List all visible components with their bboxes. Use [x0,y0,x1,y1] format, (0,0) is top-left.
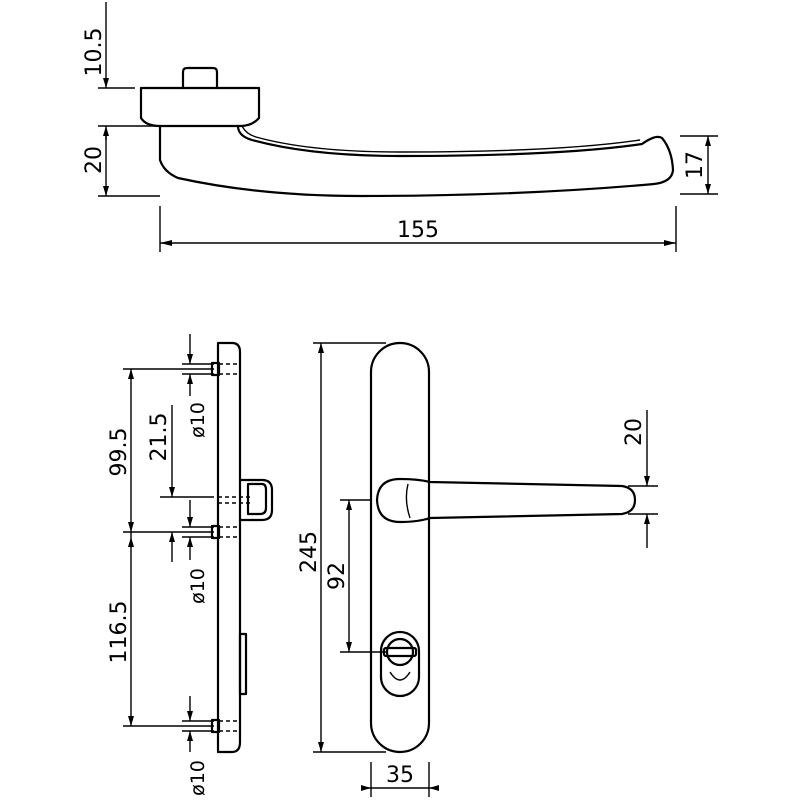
thumb-turn [385,637,415,667]
dim-lever-height: 20 [82,146,107,174]
front-plate-outline [369,341,431,754]
dim-top-to-spindle: 99.5 [107,428,132,477]
top-view-handle [139,66,675,198]
side-plate-outline [216,341,242,754]
side-view-plate [210,341,274,754]
rose [139,86,261,128]
cylinder-escutcheon [379,630,421,698]
front-view-plate [369,341,637,754]
spindle-boss [181,66,219,90]
dim-screw-dia-mid: ø10 [187,568,209,604]
side-view-dimensions: 99.5 116.5 21.5 ø10 ø10 ø [107,334,214,796]
dim-spindle-to-bottom: 116.5 [107,601,132,664]
dim-total-height: 245 [297,531,322,573]
dim-screw-dia-bottom: ø10 [187,760,209,796]
dim-screw-dia-top: ø10 [187,402,209,438]
front-lever [375,477,637,524]
side-cylinder-bump [238,632,248,696]
side-lever-stub [238,478,274,522]
front-view-dimensions: 245 92 20 35 [297,342,658,797]
dim-spindle-to-cylinder: 92 [325,562,350,590]
dim-lever-tip-height: 17 [683,151,708,179]
dim-rose-height: 10.5 [82,28,107,77]
dim-lever-length: 155 [397,218,439,243]
lever-edge-line [241,125,641,153]
dim-lever-width: 20 [622,418,647,446]
dim-plate-width: 35 [386,763,414,788]
dim-screw-to-spindle: 21.5 [147,413,172,462]
lever-body [158,124,675,198]
top-view-dimensions: 10.5 20 17 155 [82,2,718,252]
